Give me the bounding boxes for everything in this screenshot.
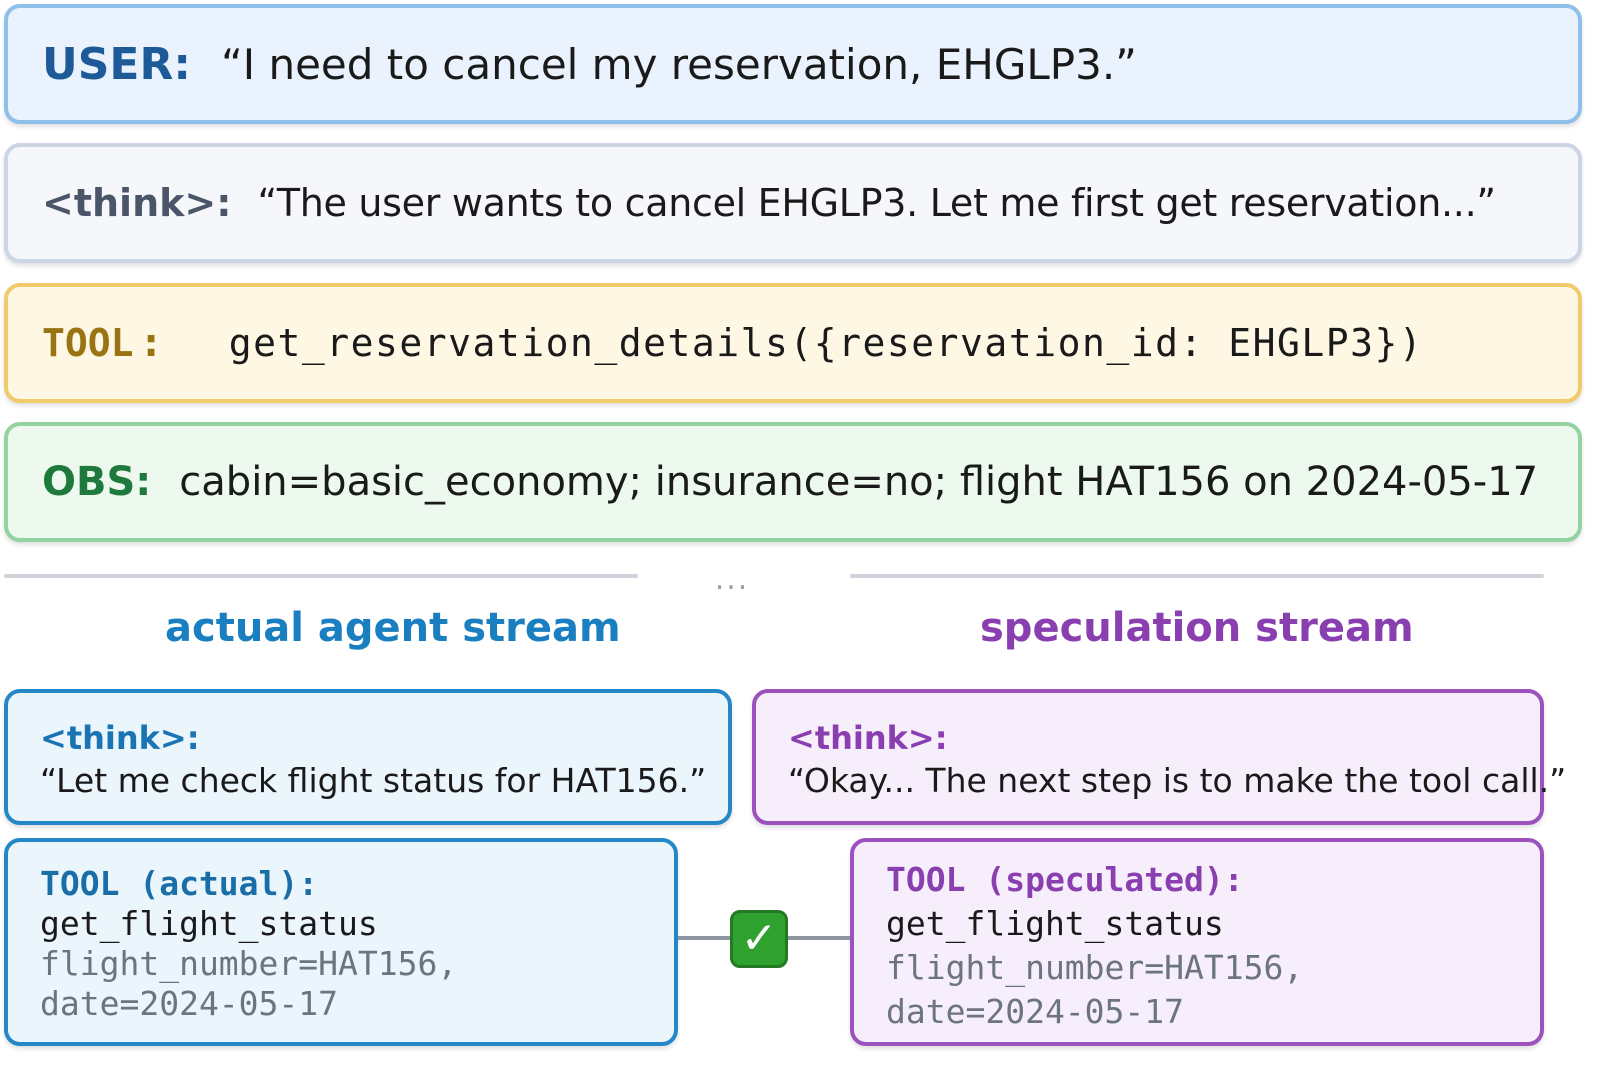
speculation-think-label: <think>: xyxy=(788,719,948,757)
actual-think-label: <think>: xyxy=(40,719,200,757)
think-row: <think>: “The user wants to cancel EHGLP… xyxy=(42,147,1496,259)
actual-tool-label: TOOL (actual): xyxy=(40,864,319,903)
separator-line-left xyxy=(4,574,638,578)
separator-line-right xyxy=(850,574,1544,578)
actual-tool-name: get_flight_status xyxy=(40,904,378,943)
speculation-tool-label: TOOL (speculated): xyxy=(886,860,1244,899)
speculation-stream-title: speculation stream xyxy=(980,605,1414,651)
actual-think-content: <think>: “Let me check flight status for… xyxy=(40,719,706,800)
tool-call-box: TOOL : get_reservation_details({reservat… xyxy=(4,283,1582,403)
separator-dots: ... xyxy=(714,562,750,597)
tool-call-text: get_reservation_details({reservation_id:… xyxy=(228,321,1424,365)
speculation-think-content: <think>: “Okay... The next step is to ma… xyxy=(788,719,1566,800)
actual-tool-content: TOOL (actual): get_flight_status flight_… xyxy=(40,864,457,1024)
think-text: “The user wants to cancel EHGLP3. Let me… xyxy=(257,181,1496,225)
observation-text: cabin=basic_economy; insurance=no; fligh… xyxy=(179,459,1539,505)
actual-stream-title: actual agent stream xyxy=(165,605,621,651)
actual-tool-box: TOOL (actual): get_flight_status flight_… xyxy=(4,838,678,1046)
speculation-tool-box: TOOL (speculated): get_flight_status fli… xyxy=(850,838,1544,1046)
think-label: <think>: xyxy=(42,181,232,225)
speculation-tool-arg-flight: flight_number=HAT156, xyxy=(886,948,1304,987)
check-mark-glyph: ✓ xyxy=(740,913,778,964)
tool-label-colon: : xyxy=(143,321,159,365)
speculation-tool-arg-date: date=2024-05-17 xyxy=(886,992,1185,1031)
actual-think-box: <think>: “Let me check flight status for… xyxy=(4,689,732,825)
user-message-box: USER: “I need to cancel my reservation, … xyxy=(4,4,1582,124)
tool-call-row: TOOL : get_reservation_details({reservat… xyxy=(42,287,1423,399)
actual-tool-arg-date: date=2024-05-17 xyxy=(40,984,339,1023)
speculation-think-text: “Okay... The next step is to make the to… xyxy=(788,761,1567,800)
obs-label: OBS: xyxy=(42,459,152,505)
check-mark-icon: ✓ xyxy=(730,910,788,968)
speculation-tool-content: TOOL (speculated): get_flight_status fli… xyxy=(886,858,1303,1034)
user-message-text: “I need to cancel my reservation, EHGLP3… xyxy=(220,39,1137,89)
speculation-think-box: <think>: “Okay... The next step is to ma… xyxy=(752,689,1566,825)
tool-label: TOOL xyxy=(42,321,134,365)
observation-row: OBS: cabin=basic_economy; insurance=no; … xyxy=(42,426,1538,538)
observation-box: OBS: cabin=basic_economy; insurance=no; … xyxy=(4,422,1582,542)
actual-tool-arg-flight: flight_number=HAT156, xyxy=(40,944,458,983)
actual-think-text: “Let me check flight status for HAT156.” xyxy=(40,761,707,800)
speculation-tool-name: get_flight_status xyxy=(886,904,1224,943)
think-box: <think>: “The user wants to cancel EHGLP… xyxy=(4,143,1582,263)
user-message-row: USER: “I need to cancel my reservation, … xyxy=(42,8,1137,120)
user-label: USER: xyxy=(42,38,191,90)
